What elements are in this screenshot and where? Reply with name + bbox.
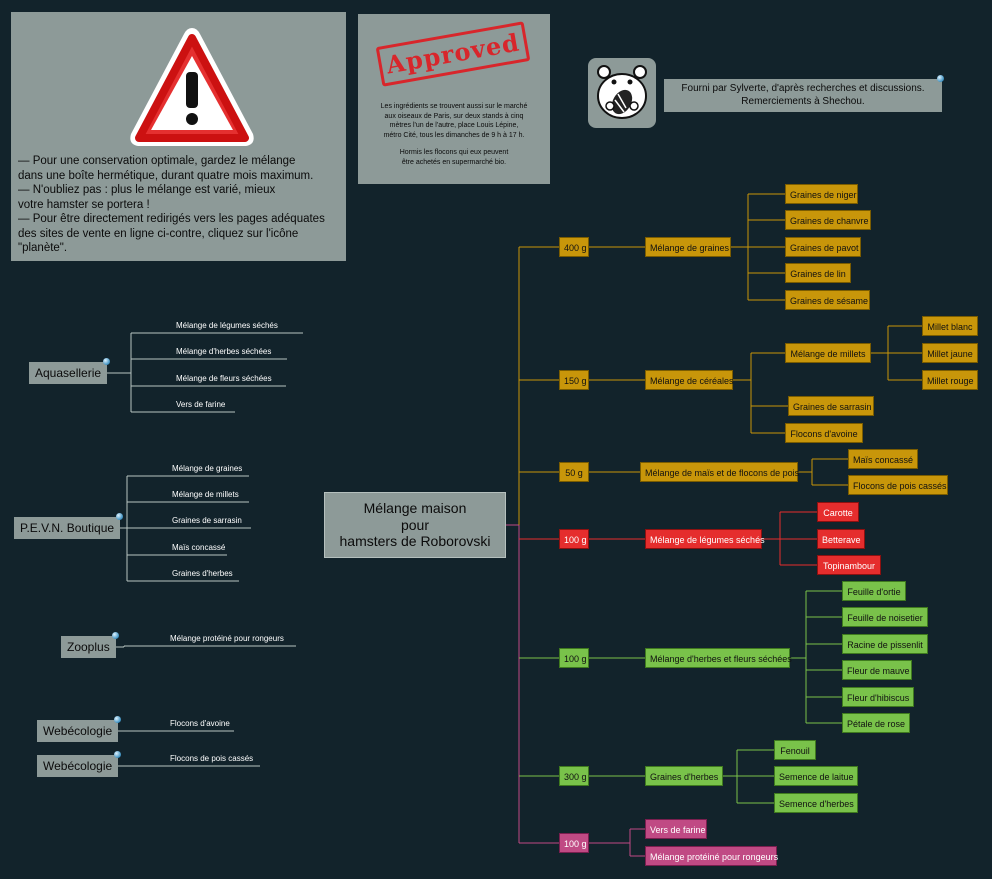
- category-node: Mélange de céréales: [645, 370, 734, 390]
- shop-node: Webécologie: [37, 755, 119, 777]
- warning-text: — Pour une conservation optimale, gardez…: [18, 154, 325, 256]
- ingredient-node: Topinambour: [817, 555, 881, 575]
- shop-node: Zooplus: [61, 636, 116, 658]
- market-line: Les ingrédients se trouvent aussi sur le…: [380, 103, 528, 110]
- weight-node: 150 g: [559, 370, 589, 390]
- central-line: Mélange maison: [363, 500, 467, 516]
- market-line: être achetés en supermarché bio.: [401, 158, 507, 166]
- globe-icon[interactable]: [103, 358, 110, 365]
- globe-icon[interactable]: [937, 75, 944, 82]
- ingredient-node: Millet jaune: [922, 343, 978, 363]
- weight-node: 300 g: [559, 766, 589, 786]
- ingredient-node: Semence d'herbes: [774, 793, 858, 813]
- weight-node: 50 g: [559, 462, 589, 482]
- shop-item: Graines d'herbes: [172, 569, 233, 578]
- category-node: Mélange de maïs et de flocons de pois: [640, 462, 799, 482]
- central-node: Mélange maison pour hamsters de Roborovs…: [324, 492, 506, 558]
- globe-icon[interactable]: [114, 751, 121, 758]
- warning-line: — Pour être directement redirigés vers l…: [18, 213, 325, 225]
- ingredient-node: Carotte: [817, 502, 859, 522]
- shop-item: Mélange protéiné pour rongeurs: [170, 634, 284, 643]
- shop-item: Mélange de millets: [172, 490, 239, 499]
- ingredient-node: Fenouil: [774, 740, 816, 760]
- ingredient-node: Feuille d'ortie: [842, 581, 906, 601]
- shop-item: Maïs concassé: [172, 543, 226, 552]
- warning-line: des sites de vente en ligne ci-contre, c…: [18, 227, 299, 240]
- hamster-icon: [588, 58, 656, 128]
- central-line: pour: [400, 516, 430, 533]
- globe-icon[interactable]: [116, 513, 123, 520]
- ingredient-node: Racine de pissenlit: [842, 634, 928, 654]
- market-line: aux oiseaux de Paris, sur deux stands à …: [384, 112, 524, 120]
- ingredient-node: Flocons d'avoine: [785, 423, 863, 443]
- shop-node: P.E.V.N. Boutique: [14, 517, 121, 539]
- ingredient-node: Feuille de noisetier: [842, 607, 928, 627]
- category-node: Mélange de graines: [645, 237, 731, 257]
- ingredient-node: Semence de laitue: [774, 766, 858, 786]
- market-line: métro Cité, tous les dimanches de 9 h à …: [383, 131, 525, 139]
- shop-item: Flocons de pois cassés: [170, 754, 254, 763]
- globe-icon[interactable]: [114, 716, 121, 723]
- ingredient-node: Vers de farine: [645, 819, 707, 839]
- warning-line: votre hamster se portera !: [18, 198, 150, 211]
- shop-item: Vers de farine: [176, 400, 226, 409]
- ingredient-node: Pétale de rose: [842, 713, 910, 733]
- shop-item: Graines de sarrasin: [172, 516, 242, 525]
- warning-line: "planète".: [18, 242, 68, 254]
- category-node: Mélange d'herbes et fleurs séchées: [645, 648, 792, 668]
- ingredient-node: Mélange de millets: [785, 343, 871, 363]
- credit-line: Remerciements à Shechou.: [741, 96, 865, 107]
- warning-note: — Pour une conservation optimale, gardez…: [11, 12, 346, 261]
- weight-node: 400 g: [559, 237, 589, 257]
- weight-node: 100 g: [559, 529, 589, 549]
- warning-line: dans une boîte hermétique, durant quatre…: [18, 169, 314, 182]
- ingredient-node: Graines de chanvre: [785, 210, 871, 230]
- ingredient-node: Graines de sarrasin: [788, 396, 874, 416]
- shop-item: Flocons d'avoine: [170, 719, 230, 728]
- ingredient-node: Millet blanc: [922, 316, 978, 336]
- market-text: Les ingrédients se trouvent aussi sur le…: [358, 102, 550, 167]
- ingredient-node: Flocons de pois cassés: [848, 475, 948, 495]
- shop-item: Mélange de légumes séchés: [176, 321, 278, 330]
- ingredient-node: Millet rouge: [922, 370, 978, 390]
- market-line: mètres l'un de l'autre, place Louis Lépi…: [389, 122, 519, 129]
- globe-icon[interactable]: [112, 632, 119, 639]
- shop-node: Webécologie: [37, 720, 119, 742]
- credit-note: Fourni par Sylverte, d'après recherches …: [664, 79, 942, 112]
- market-line: Hormis les flocons qui eux peuvent: [399, 149, 509, 156]
- ingredient-node: Graines de lin: [785, 263, 851, 283]
- ingredient-node: Betterave: [817, 529, 865, 549]
- warning-icon: [130, 28, 254, 146]
- ingredient-node: Fleur d'hibiscus: [842, 687, 914, 707]
- weight-node: 100 g: [559, 833, 589, 853]
- market-note: Approved Les ingrédients se trouvent aus…: [358, 14, 550, 184]
- shop-item: Mélange d'herbes séchées: [176, 347, 272, 356]
- shop-node: Aquasellerie: [29, 362, 108, 384]
- shop-item: Mélange de graines: [172, 464, 243, 473]
- ingredient-node: Graines de pavot: [785, 237, 861, 257]
- central-line: hamsters de Roborovski: [339, 533, 491, 549]
- ingredient-node: Fleur de mauve: [842, 660, 912, 680]
- ingredient-node: Graines de niger: [785, 184, 858, 204]
- category-node: Graines d'herbes: [645, 766, 723, 786]
- ingredient-node: Maïs concassé: [848, 449, 918, 469]
- shop-item: Mélange de fleurs séchées: [176, 374, 272, 383]
- credit-line: Fourni par Sylverte, d'après recherches …: [681, 83, 925, 94]
- warning-line: — N'oubliez pas : plus le mélange est va…: [18, 184, 276, 196]
- weight-node: 100 g: [559, 648, 589, 668]
- category-node: Mélange de légumes séchés: [645, 529, 765, 549]
- warning-line: — Pour une conservation optimale, gardez…: [18, 155, 296, 167]
- ingredient-node: Mélange protéiné pour rongeurs: [645, 846, 778, 866]
- ingredient-node: Graines de sésame: [785, 290, 870, 310]
